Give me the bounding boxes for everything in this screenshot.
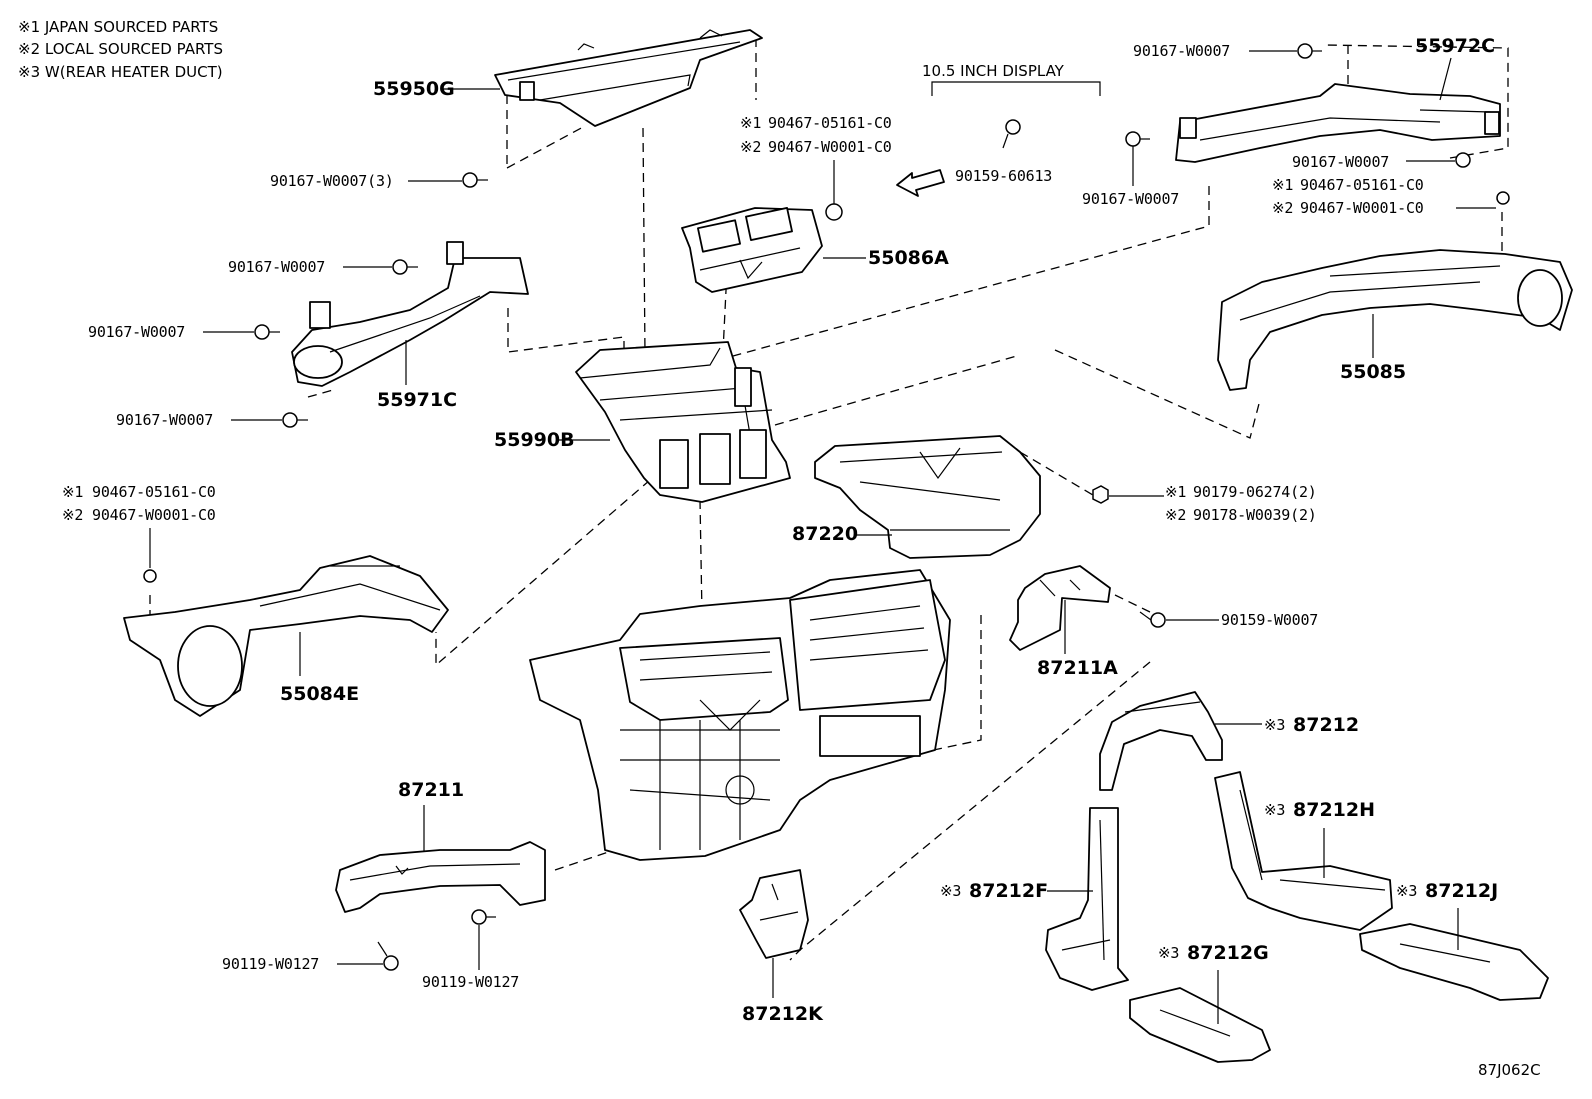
mark-1-b: ※1 [1272,176,1293,194]
label-90167-w0007-e: 90167-W0007 [1082,190,1179,208]
mark-1-d: ※1 [62,483,83,501]
mark-1-a: ※1 [740,114,761,132]
hvac-unit-assembly [529,569,951,861]
nut-icon [1092,485,1109,504]
part-87220[interactable] [814,435,1041,559]
part-87212h[interactable] [1214,771,1393,931]
label-90467-05161-c0-a: 90467-05161-C0 [768,114,892,132]
label-90178-w0039: 90178-W0039(2) [1193,506,1317,524]
bolt-icon [462,172,488,188]
label-87211: 87211 [398,779,464,801]
label-90159-60613: 90159-60613 [955,167,1052,185]
label-90119-w0127-b: 90119-W0127 [422,973,519,991]
mark-3-a: ※3 [1264,716,1285,734]
mark-3-b: ※3 [1264,801,1285,819]
screw-icon [1139,611,1166,628]
mark-2-d: ※2 [62,506,83,524]
part-55972c[interactable] [1175,83,1501,163]
label-90467-05161-c0-c: 90467-05161-C0 [92,483,216,501]
mark-3-c: ※3 [940,882,961,900]
part-87212j[interactable] [1359,923,1549,1001]
part-87212g[interactable] [1129,987,1271,1063]
screw-icon [1002,119,1021,149]
display-note-group: 10.5 INCH DISPLAY [896,62,1101,197]
label-87212k: 87212K [742,1003,824,1025]
screw-icon [377,909,496,971]
part-87212k[interactable] [739,869,809,959]
label-90167-w0007-a: 90167-W0007 [228,258,325,276]
label-87212f: 87212F [969,880,1048,902]
label-90467-w0001-c0-b: 90467-W0001-C0 [1300,199,1424,217]
part-55086a[interactable] [681,206,823,293]
part-87211a[interactable] [1009,565,1111,651]
part-55950g[interactable] [494,29,763,127]
note-japan-sourced: ※1 JAPAN SOURCED PARTS [18,18,218,36]
mark-2-c: ※2 [1165,506,1186,524]
part-87212[interactable] [1099,691,1223,791]
label-55086a: 55086A [868,247,949,269]
label-87212: 87212 [1293,714,1359,736]
label-55085: 55085 [1340,361,1406,383]
label-90119-w0127-a: 90119-W0127 [222,955,319,973]
label-90167-w0007-3: 90167-W0007(3) [270,172,394,190]
part-55085[interactable] [1217,249,1573,391]
label-90467-05161-c0-b: 90467-05161-C0 [1300,176,1424,194]
label-87220: 87220 [792,523,858,545]
part-55084e[interactable] [123,555,449,717]
mark-3-e: ※3 [1158,944,1179,962]
bolt-icon [254,259,418,428]
mark-1-c: ※1 [1165,483,1186,501]
label-90467-w0001-c0-a: 90467-W0001-C0 [768,138,892,156]
label-87212h: 87212H [1293,799,1375,821]
bolt-icon [1125,43,1510,205]
label-90167-w0007-c: 90167-W0007 [116,411,213,429]
mark-2-b: ※2 [1272,199,1293,217]
label-55990b: 55990B [494,429,575,451]
label-90159-w0007: 90159-W0007 [1221,611,1318,629]
label-90179-06274: 90179-06274(2) [1193,483,1317,501]
display-note: 10.5 INCH DISPLAY [922,62,1065,80]
label-55950g: 55950G [373,78,455,100]
direction-arrow-icon [896,169,945,197]
note-rear-heater-duct: ※3 W(REAR HEATER DUCT) [18,63,223,81]
clip-icon [825,203,843,221]
part-87212f[interactable] [1045,807,1129,991]
label-90167-w0007-f: 90167-W0007 [1292,153,1389,171]
label-55972c: 55972C [1415,35,1495,57]
diagram-code: 87J062C [1478,1061,1541,1079]
label-90167-w0007-d: 90167-W0007 [1133,42,1230,60]
label-55084e: 55084E [280,683,359,705]
part-55990b[interactable] [575,341,791,503]
label-87211a: 87211A [1037,657,1118,679]
note-local-sourced: ※2 LOCAL SOURCED PARTS [18,40,223,58]
label-90167-w0007-b: 90167-W0007 [88,323,185,341]
part-55971c[interactable] [291,241,529,387]
label-55971c: 55971C [377,389,457,411]
mark-3-d: ※3 [1396,882,1417,900]
clip-icon [143,569,157,583]
label-87212g: 87212G [1187,942,1269,964]
mark-2-a: ※2 [740,138,761,156]
part-87211[interactable] [335,841,546,913]
label-90467-w0001-c0-c: 90467-W0001-C0 [92,506,216,524]
label-87212j: 87212J [1425,880,1498,902]
